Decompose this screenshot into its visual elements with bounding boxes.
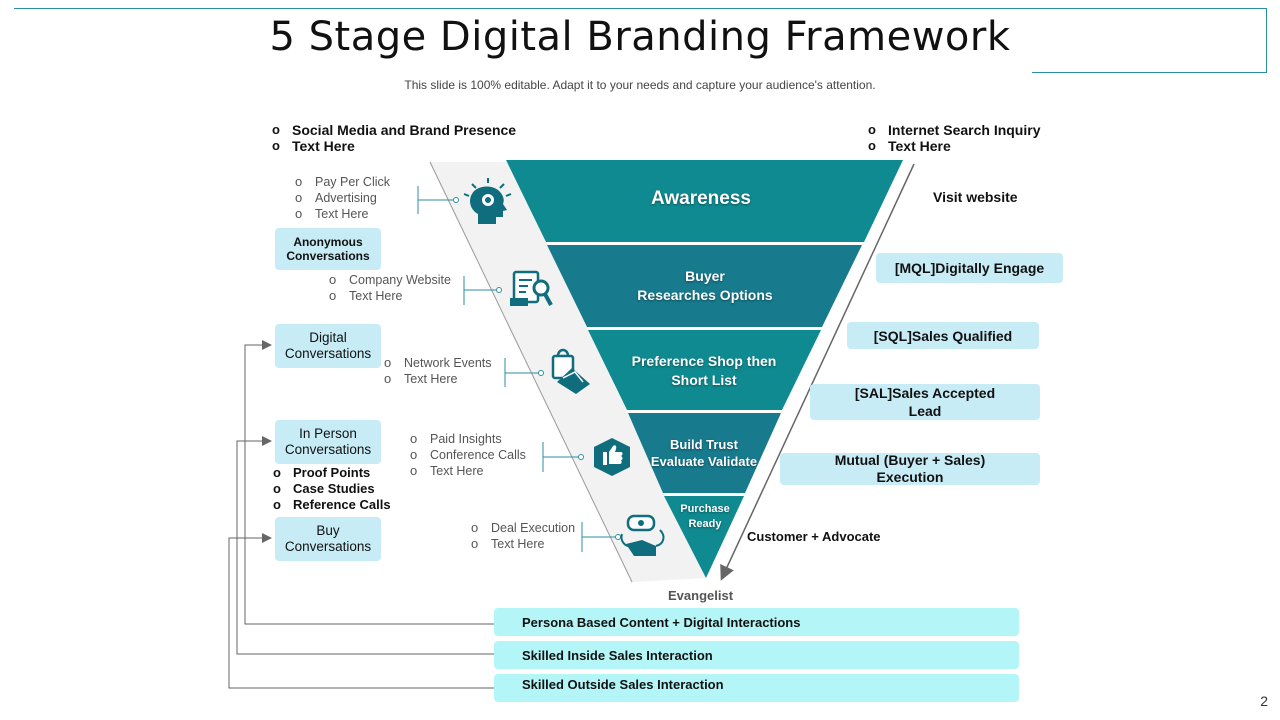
list-item: Text Here [471, 536, 575, 552]
stage-label-buyer: Buyer Researches Options [580, 267, 830, 305]
outside-sales-bar: Skilled Outside Sales Interaction [494, 674, 1019, 702]
stage-label-buyer-line1: Buyer [685, 268, 725, 284]
connector-stage2 [463, 276, 498, 305]
connector-stage5 [581, 522, 617, 552]
list-item: Text Here [410, 463, 526, 479]
customer-advocate-label: Customer + Advocate [747, 529, 881, 544]
list-item: Text Here [329, 288, 451, 304]
connector-stage4 [542, 442, 580, 472]
list-item: Proof Points [273, 465, 391, 481]
stage-label-preference: Preference Shop then Short List [604, 352, 804, 390]
stage-label-awareness: Awareness [651, 188, 751, 209]
connector-stage1 [417, 186, 455, 214]
persona-content-bar: Persona Based Content + Digital Interact… [494, 608, 1019, 636]
stage-label-preference-line1: Preference Shop then [631, 353, 777, 369]
list-item: Reference Calls [273, 497, 391, 513]
list-item: Company Website [329, 272, 451, 288]
pill-line: Digital [309, 330, 347, 345]
pill-line: Execution [876, 469, 944, 485]
list-item: Advertising [295, 190, 390, 206]
stage-label-preference-line2: Short List [671, 372, 737, 388]
page-number: 2 [1260, 693, 1268, 709]
stage-build-trust [628, 413, 781, 493]
feedback-line-buy [228, 533, 494, 689]
purchase-hand-icon [620, 514, 665, 556]
list-item: Text Here [384, 371, 492, 387]
evangelist-label: Evangelist [668, 588, 734, 603]
funnel-left-edge [429, 161, 633, 583]
mql-pill: [MQL]Digitally Engage [876, 253, 1063, 283]
inside-sales-bar: Skilled Inside Sales Interaction [494, 641, 1019, 669]
stage-label-buyer-line2: Researches Options [637, 287, 773, 303]
page-title: 5 Stage Digital Branding Framework [269, 14, 1011, 60]
stage-label-build-trust: Build Trust Evaluate Validate [640, 436, 768, 470]
pill-line: Conversations [284, 539, 372, 554]
frame-line-top [14, 8, 1266, 9]
stage-purchase-ready [664, 496, 744, 578]
list-item: Text Here [272, 138, 516, 154]
list-item: Case Studies [273, 481, 391, 497]
pill-line: In Person [299, 426, 357, 441]
stage-preference-shop [588, 330, 821, 410]
feedback-line-digital [244, 340, 494, 625]
pill-line: Anonymous [293, 235, 363, 249]
page-subtitle: This slide is 100% editable. Adapt it to… [404, 78, 876, 92]
frame-line-bottom [1032, 72, 1267, 73]
stage-label-build-trust-line1: Build Trust [670, 437, 738, 452]
pill-line: Lead [908, 403, 942, 419]
pill-line: Buy [316, 523, 340, 538]
proof-list: Proof Points Case Studies Reference Call… [273, 465, 391, 513]
stage-label-build-trust-line2: Evaluate Validate [650, 454, 758, 469]
stage3-bullets: Network Events Text Here [384, 355, 492, 387]
list-item: Social Media and Brand Presence [272, 122, 516, 138]
stage-awareness [506, 160, 903, 242]
pill-line: [SAL]Sales Accepted [854, 385, 996, 401]
pill-line: Conversations [284, 442, 372, 457]
stage-label-purchase-line2: Ready [688, 518, 722, 530]
list-item: Paid Insights [410, 431, 526, 447]
stage5-bullets: Deal Execution Text Here [471, 520, 575, 552]
stage4-bullets: Paid Insights Conference Calls Text Here [410, 431, 526, 479]
connector-stage3 [504, 358, 540, 387]
visit-website-label: Visit website [933, 189, 1018, 205]
shopping-handshake-icon [551, 348, 590, 394]
pill-line: Mutual (Buyer + Sales) [834, 452, 986, 468]
list-item: Text Here [868, 138, 1040, 154]
mutual-pill: Mutual (Buyer + Sales)Execution [780, 452, 1040, 485]
stage2-bullets: Company Website Text Here [329, 272, 451, 304]
pill-line: Conversations [286, 249, 370, 263]
stage-buyer-research [547, 245, 862, 327]
list-item: Network Events [384, 355, 492, 371]
stage-label-purchase-line1: Purchase [680, 503, 730, 515]
sql-pill: [SQL]Sales Qualified [847, 322, 1039, 349]
stage1-bullets: Pay Per Click Advertising Text Here [295, 174, 390, 222]
list-item: Text Here [295, 206, 390, 222]
list-item: Pay Per Click [295, 174, 390, 190]
head-idea-icon [463, 178, 512, 224]
top-left-list: Social Media and Brand Presence Text Her… [272, 122, 516, 154]
list-item: Internet Search Inquiry [868, 122, 1040, 138]
top-right-list: Internet Search Inquiry Text Here [868, 122, 1040, 154]
stage-label-purchase: Purchase Ready [670, 502, 740, 532]
advocate-arrow [720, 163, 915, 581]
list-item: Conference Calls [410, 447, 526, 463]
feedback-line-in-person [236, 436, 494, 655]
pill-line: Conversations [284, 346, 372, 361]
frame-line-right [1266, 8, 1267, 72]
list-item: Deal Execution [471, 520, 575, 536]
thumbs-up-icon [594, 438, 630, 476]
document-search-icon [510, 270, 553, 306]
